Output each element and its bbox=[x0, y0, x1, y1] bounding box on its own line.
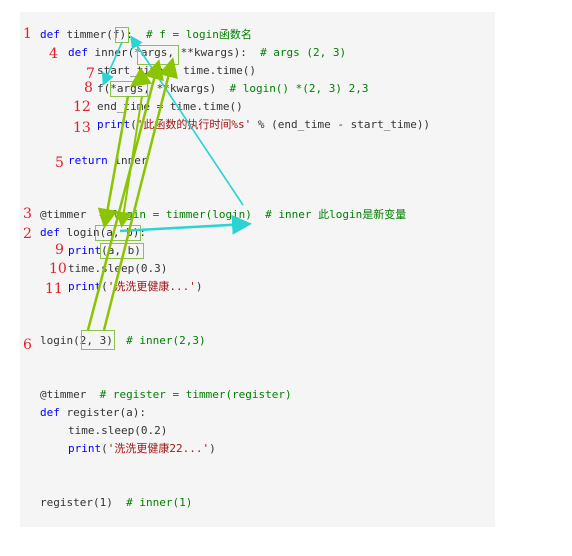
code-text: ) bbox=[195, 280, 203, 293]
code-text: register(a): bbox=[59, 406, 146, 419]
code-text: @timmer bbox=[40, 208, 100, 221]
code-line-13: login(2, 3) # inner(2,3) bbox=[40, 334, 206, 348]
code-text: timmer(f): bbox=[59, 28, 146, 41]
code-comment: # inner(2,3) bbox=[126, 334, 206, 347]
code-line-1: def timmer(f): # f = login函数名 bbox=[40, 28, 252, 42]
code-text: ) bbox=[209, 442, 216, 455]
step-number: 5 bbox=[55, 155, 64, 171]
code-text: inner bbox=[107, 154, 148, 167]
code-comment: # args (2, 3) bbox=[260, 46, 347, 59]
code-comment: # login = timmer(login) # inner 此login是新… bbox=[99, 208, 407, 221]
code-line-8: @timmer # login = timmer(login) # inner … bbox=[40, 208, 406, 222]
step-number: 11 bbox=[45, 281, 63, 297]
code-string: '洗洗更健康...' bbox=[107, 280, 196, 293]
code-line-3: start_time = time.time() bbox=[97, 64, 256, 78]
code-text: @timmer bbox=[40, 388, 100, 401]
code-text: ( bbox=[130, 118, 137, 131]
keyword: def bbox=[40, 28, 60, 41]
code-string: '洗洗更健康22...' bbox=[107, 442, 210, 455]
highlight-box-print-params bbox=[100, 243, 144, 259]
code-text: ( bbox=[101, 280, 108, 293]
builtin-function: print bbox=[97, 118, 131, 131]
code-text: end_time = time.time() bbox=[97, 100, 243, 113]
keyword: def bbox=[68, 46, 88, 59]
code-comment: # f = login函数名 bbox=[145, 28, 252, 41]
code-line-6: print('此函数的执行时间%s' % (end_time - start_t… bbox=[97, 118, 430, 132]
builtin-function: print bbox=[68, 244, 102, 257]
highlight-box-call-args bbox=[110, 81, 148, 97]
code-line-18: register(1) # inner(1) bbox=[40, 496, 192, 510]
highlight-box-args bbox=[137, 45, 179, 65]
code-comment: # login() *(2, 3) 2,3 bbox=[229, 82, 369, 95]
step-number: 9 bbox=[55, 242, 64, 258]
step-number: 10 bbox=[49, 261, 67, 277]
step-number: 6 bbox=[23, 337, 32, 353]
code-text: time.sleep(0.3) bbox=[68, 262, 168, 275]
code-text: time.sleep(0.2) bbox=[68, 424, 168, 437]
step-number: 3 bbox=[23, 206, 32, 222]
step-number: 13 bbox=[73, 120, 91, 136]
code-line-11: time.sleep(0.3) bbox=[68, 262, 167, 276]
code-line-17: print('洗洗更健康22...') bbox=[68, 442, 216, 456]
step-number: 4 bbox=[49, 46, 58, 62]
step-number: 8 bbox=[84, 80, 93, 96]
keyword: def bbox=[40, 226, 60, 239]
builtin-function: print bbox=[68, 442, 102, 455]
highlight-box-call-values bbox=[81, 330, 115, 350]
keyword: def bbox=[40, 406, 60, 419]
code-line-2: def inner(*args, **kwargs): # args (2, 3… bbox=[68, 46, 346, 60]
builtin-function: print bbox=[68, 280, 102, 293]
code-text: % (end_time - start_time)) bbox=[251, 118, 431, 131]
highlight-box-login-params bbox=[95, 225, 141, 241]
code-text: register(1) bbox=[40, 496, 127, 509]
code-line-16: time.sleep(0.2) bbox=[68, 424, 167, 438]
code-line-14: @timmer # register = timmer(register) bbox=[40, 388, 292, 402]
code-text: ( bbox=[101, 442, 108, 455]
code-line-5: end_time = time.time() bbox=[97, 100, 243, 114]
code-line-15: def register(a): bbox=[40, 406, 146, 420]
highlight-box-f bbox=[115, 27, 129, 43]
code-comment: # inner(1) bbox=[126, 496, 193, 509]
step-number: 12 bbox=[73, 99, 91, 115]
code-text: start_time = time.time() bbox=[97, 64, 256, 77]
step-number: 1 bbox=[23, 26, 32, 42]
code-text: login(2, 3) bbox=[40, 334, 127, 347]
code-line-7: return inner bbox=[68, 154, 148, 168]
step-number: 7 bbox=[86, 66, 95, 82]
code-comment: # register = timmer(register) bbox=[99, 388, 292, 401]
code-string: '此函数的执行时间%s' bbox=[136, 118, 252, 131]
keyword: return bbox=[68, 154, 108, 167]
code-line-12: print('洗洗更健康...') bbox=[68, 280, 203, 294]
step-number: 2 bbox=[23, 226, 32, 242]
